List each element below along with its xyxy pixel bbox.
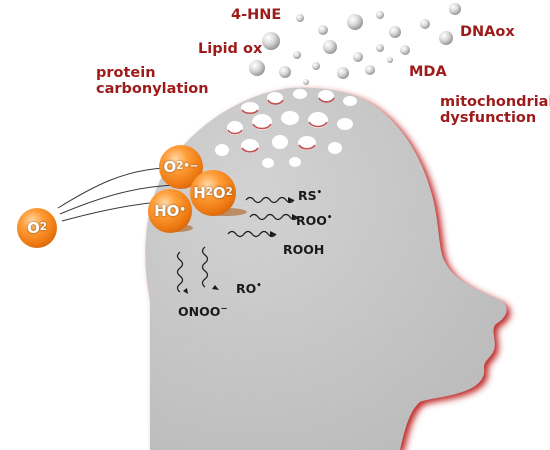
hydroxyl-letters: HO <box>154 202 180 220</box>
onoo-charge: − <box>220 303 228 314</box>
h2o2-o: O <box>212 184 226 202</box>
hydroxyl-radical-molecule: HO• <box>148 189 192 233</box>
o2-letter: O <box>27 219 40 237</box>
mitochondrial-line: mitochondrial <box>440 94 550 110</box>
h2o2-h: H <box>193 184 206 202</box>
roo-text: ROO <box>296 213 327 228</box>
skull-hole-rims <box>227 97 335 153</box>
head-silhouette <box>145 87 507 450</box>
label-rs: RS• <box>298 189 322 203</box>
ro-text: RO <box>236 281 257 296</box>
arrow-heads <box>183 197 298 294</box>
onoo-text: ONOO <box>178 304 221 319</box>
radical-arrows <box>176 196 299 293</box>
label-protein-carbonylation: protein carbonylation <box>96 65 209 97</box>
skull-holes <box>215 89 357 168</box>
carbonylation-line: carbonylation <box>96 80 209 97</box>
label-onoo: ONOO− <box>178 305 227 319</box>
rs-text: RS <box>298 188 317 203</box>
floating-bubbles <box>249 3 461 85</box>
ro-dot: • <box>256 280 262 291</box>
label-ro: RO• <box>236 282 262 296</box>
roo-dot: • <box>326 212 333 223</box>
label-lipid-ox: Lipid ox <box>198 41 263 57</box>
superoxide-letter: O <box>163 158 177 176</box>
dysfunction-line: dysfunction <box>440 109 537 126</box>
label-rooh: ROOH <box>283 243 324 257</box>
label-dnaox: DNAox <box>460 24 515 40</box>
label-mda: MDA <box>409 64 447 80</box>
label-mitochondrial-dysfunction: mitochondrial dysfunction <box>440 94 550 126</box>
rs-dot: • <box>316 187 323 198</box>
rooh-text: ROOH <box>283 242 325 257</box>
protein-line: protein <box>96 65 156 81</box>
label-roo: ROO• <box>296 214 332 228</box>
label-4-hne: 4-HNE <box>231 7 282 23</box>
